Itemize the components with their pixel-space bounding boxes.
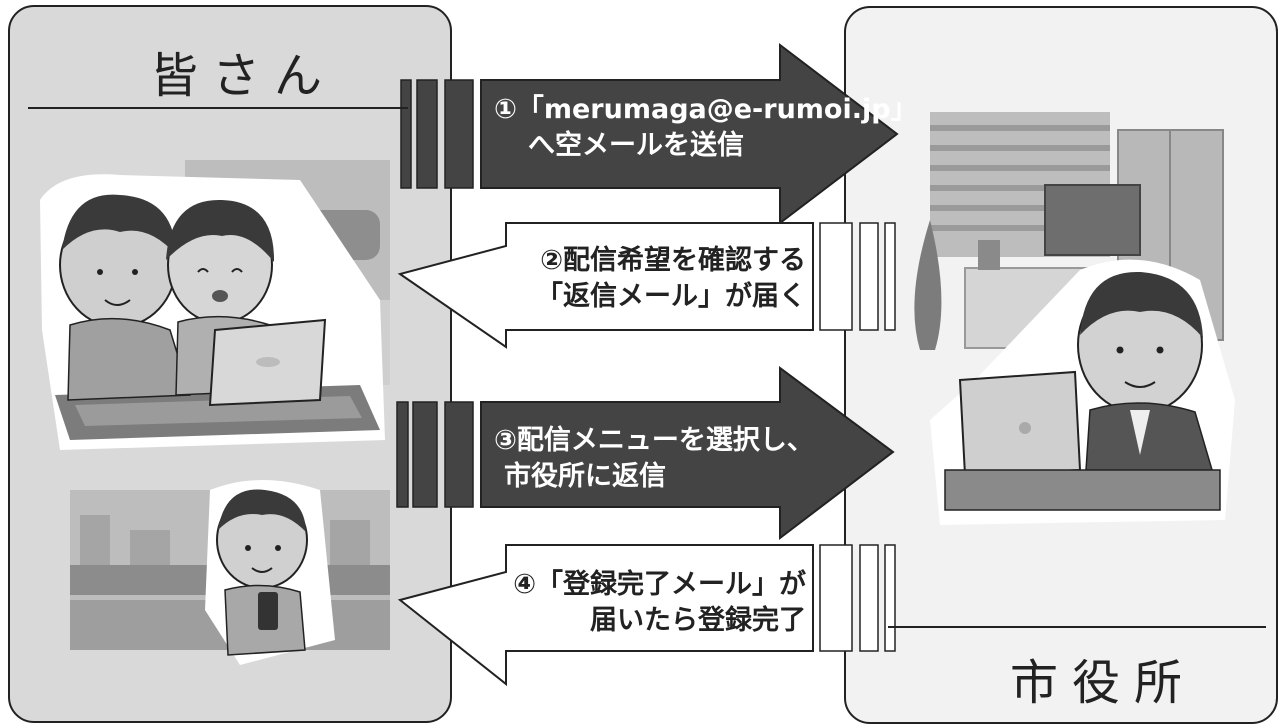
- left-title-divider: [28, 107, 408, 109]
- step-2-line-2: 「返信メール」が届く: [536, 281, 806, 312]
- residents-title: 皆さん: [150, 48, 337, 104]
- step-3-text: ③配信メニューを選択し、 市役所に返信: [494, 423, 814, 495]
- arrow-step-1: [400, 42, 899, 226]
- couple-with-laptop-illustration: [40, 174, 385, 450]
- step-4-text: ④「登録完了メール」が 届いたら登録完了: [478, 567, 806, 639]
- city-hall-staff-illustration: [930, 259, 1235, 525]
- step-3-line-2: 市役所に返信: [504, 461, 666, 492]
- step-1-text: ①「merumaga@e-rumoi.jp」 へ空メールを送信: [494, 92, 918, 164]
- boy-with-phone-illustration: [205, 480, 335, 665]
- right-title-divider: [888, 626, 1266, 628]
- step-2-line-1: ②配信希望を確認する: [540, 245, 806, 276]
- step-1-line-2: へ空メールを送信: [528, 130, 744, 161]
- step-4-line-1: ④「登録完了メール」が: [513, 569, 806, 600]
- arrow-step-2: [397, 222, 896, 349]
- step-1-line-1: ①「merumaga@e-rumoi.jp」: [494, 94, 918, 125]
- step-4-line-2: 届いたら登録完了: [590, 605, 806, 636]
- arrow-step-3: [396, 366, 895, 541]
- city-hall-title: 市役所: [1010, 655, 1197, 711]
- arrow-step-4: [397, 544, 896, 687]
- step-3-line-1: ③配信メニューを選択し、: [494, 425, 814, 456]
- step-2-text: ②配信希望を確認する 「返信メール」が届く: [478, 243, 806, 315]
